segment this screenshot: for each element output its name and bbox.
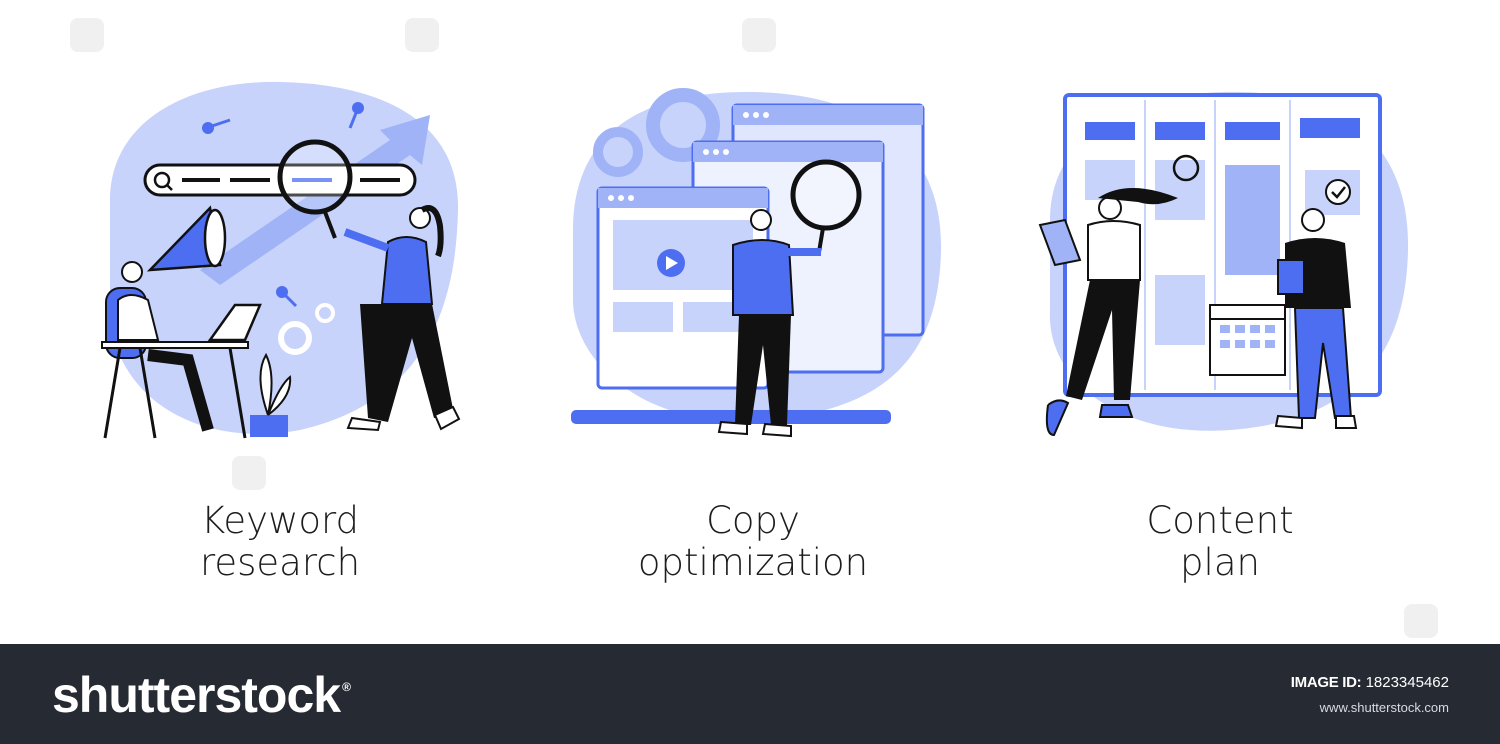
watermark-mark <box>405 18 439 52</box>
panel-content-plan: Content plan <box>1010 60 1430 620</box>
magnifier-icon <box>790 159 862 231</box>
panel-caption: Keyword research <box>70 500 490 584</box>
site-url[interactable]: www.shutterstock.com <box>1319 700 1449 715</box>
gear-icon <box>278 321 312 355</box>
keyword-research-illustration <box>101 81 461 439</box>
gear-icon <box>646 88 720 162</box>
image-id: IMAGE ID: 1823345462 <box>1291 674 1449 691</box>
stock-footer-bar: shutterstock® IMAGE ID: 1823345462 www.s… <box>0 644 1500 744</box>
content-plan-illustration <box>1038 91 1409 437</box>
panel-caption: Copy optimization <box>543 500 963 584</box>
logo-text: shutterstock <box>52 667 341 723</box>
man-figure <box>750 209 772 231</box>
laptop-icon <box>207 303 262 342</box>
desk <box>101 341 249 349</box>
plant-pot <box>250 415 288 437</box>
watermark-mark <box>1404 604 1438 638</box>
laptop-base <box>571 410 891 424</box>
tablet-icon <box>1038 218 1082 267</box>
shutterstock-logo[interactable]: shutterstock® <box>52 666 351 724</box>
watermark-mark <box>232 456 266 490</box>
caption-line-1: Content <box>1146 499 1294 542</box>
magnifier-icon <box>277 139 353 215</box>
check-icon <box>1325 179 1351 205</box>
caption-line-1: Keyword <box>200 499 360 542</box>
caption-line-2: research <box>199 541 361 584</box>
watermark-mark <box>742 18 776 52</box>
caption-line-2: plan <box>1180 541 1260 584</box>
caption-line-2: optimization <box>637 541 869 584</box>
man-figure <box>1301 208 1325 232</box>
gear-icon <box>1172 154 1200 182</box>
panel-keyword-research: Keyword research <box>70 60 490 620</box>
panel-caption: Content plan <box>1010 500 1430 584</box>
caption-line-1: Copy <box>706 499 800 542</box>
copy-optimization-illustration <box>571 88 942 438</box>
watermark-mark <box>70 18 104 52</box>
image-id-value: 1823345462 <box>1365 674 1449 691</box>
registered-mark: ® <box>342 680 351 694</box>
panel-copy-optimization: Copy optimization <box>543 60 963 620</box>
search-icon <box>153 171 171 189</box>
woman-figure <box>409 207 431 229</box>
key-icon <box>202 122 214 134</box>
woman-figure <box>1098 196 1122 220</box>
image-id-label: IMAGE ID: <box>1290 674 1362 691</box>
